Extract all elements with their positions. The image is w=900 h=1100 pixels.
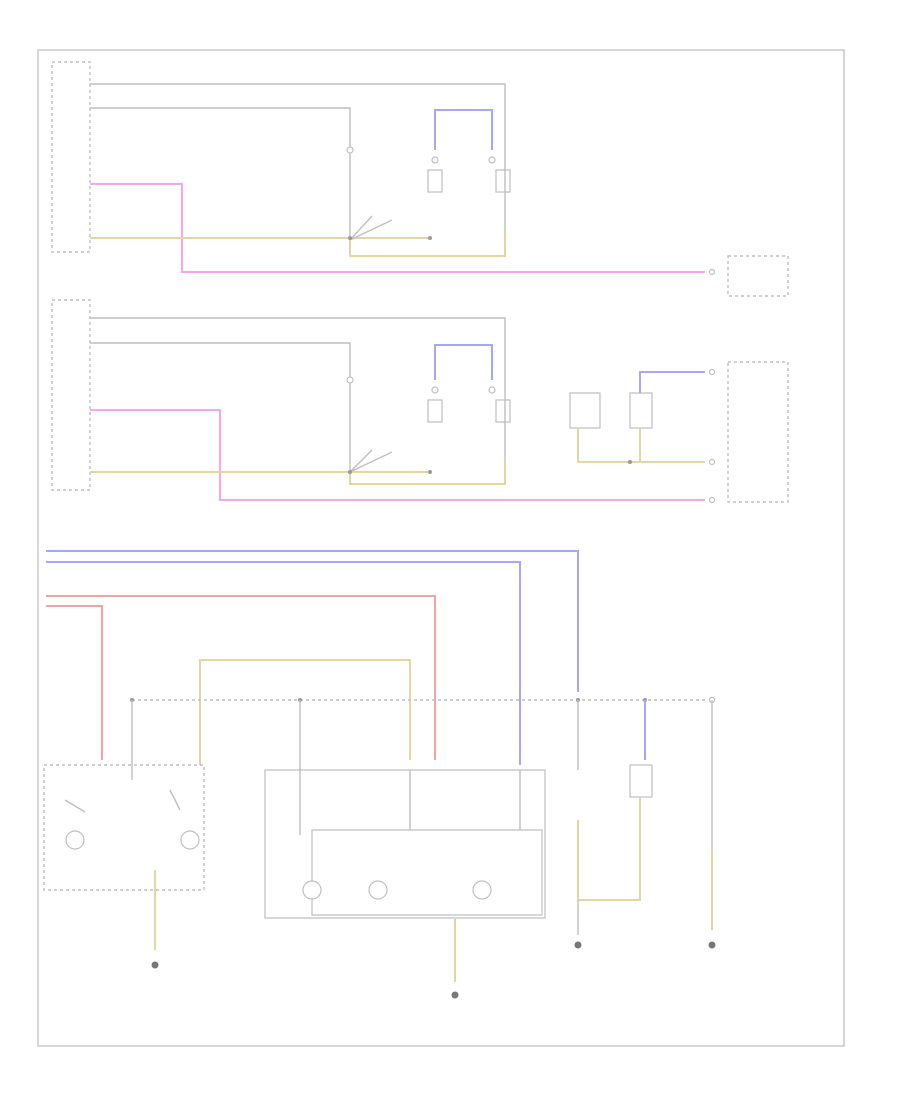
ground-right2 [708,941,716,949]
wire-bottom-red-1 [46,595,436,760]
module-mid-left-box [51,299,91,491]
wire-bottom-red-2 [46,605,103,760]
lamp-left-1 [65,830,85,850]
connector-mid-2 [431,386,439,394]
wire-right-mid-yellow [577,428,705,463]
lamp-center-3 [472,880,492,900]
ground-right1 [574,941,582,949]
wire-center-internal [299,770,521,835]
splice-top-1[interactable] [348,236,352,240]
lamp-right-mid-2 [629,392,653,429]
connector-mid-1 [346,376,354,384]
lamp-top-1 [427,169,443,193]
wire-top-yellow-loop [349,230,506,257]
connector-right-top [708,268,716,276]
connector-top-3 [488,156,496,164]
switch-left-contact-2 [169,789,181,811]
module-top-left-box [51,61,91,253]
wire-mid-1 [90,317,506,460]
section-middle [51,299,789,504]
switch-left-contact-1 [64,799,86,813]
ground-center [451,991,459,999]
section-top [51,61,789,297]
lamp-top-3-diag [349,215,393,241]
lamp-right-bottom-1 [629,764,653,798]
lamp-left-2 [180,830,200,850]
wire-mid-yellow-loop [349,460,506,485]
wire-mid-blue [434,344,493,380]
section-bottom [43,550,716,999]
connector-top-1 [346,146,354,154]
splice-mid-1[interactable] [348,470,352,474]
splice-top-2[interactable] [428,236,432,240]
lamp-right-mid-1 [569,392,601,429]
wire-mid-pink-out [90,409,705,501]
wire-top-blue [434,109,493,150]
connector-right-mid-3 [708,496,716,504]
diagram-frame [37,49,845,1047]
switch-left-frame [43,764,205,891]
splice-right-mid[interactable] [628,460,632,464]
wire-top-2 [90,107,351,240]
splice-mid-2[interactable] [428,470,432,474]
connector-right-mid-1 [708,368,716,376]
wire-right-bottom-yellow [577,797,641,901]
module-right-mid-box [727,361,789,503]
connector-top-2 [431,156,439,164]
wire-right-mid-blue [639,371,705,393]
connector-right-mid-2 [708,458,716,466]
connector-mid-3 [488,386,496,394]
module-right-top-box [727,255,789,297]
lamp-center-2 [368,880,388,900]
wire-bottom-blue-1 [46,550,579,692]
wire-mid-2 [90,342,351,470]
lamp-mid-1 [427,399,443,423]
switch-center-frame [264,769,546,919]
lamp-mid-2 [495,399,511,423]
lamp-mid-3-diag [349,449,393,473]
wire-bottom-yellow-top [199,659,411,765]
lamp-top-2 [495,169,511,193]
ground-left [151,961,159,969]
lamp-center-1 [302,880,322,900]
wire-top-pink-out [90,183,705,273]
wire-top-1 [90,83,506,230]
lamp-center-box [311,829,543,916]
wire-bottom-blue-2 [46,561,521,765]
